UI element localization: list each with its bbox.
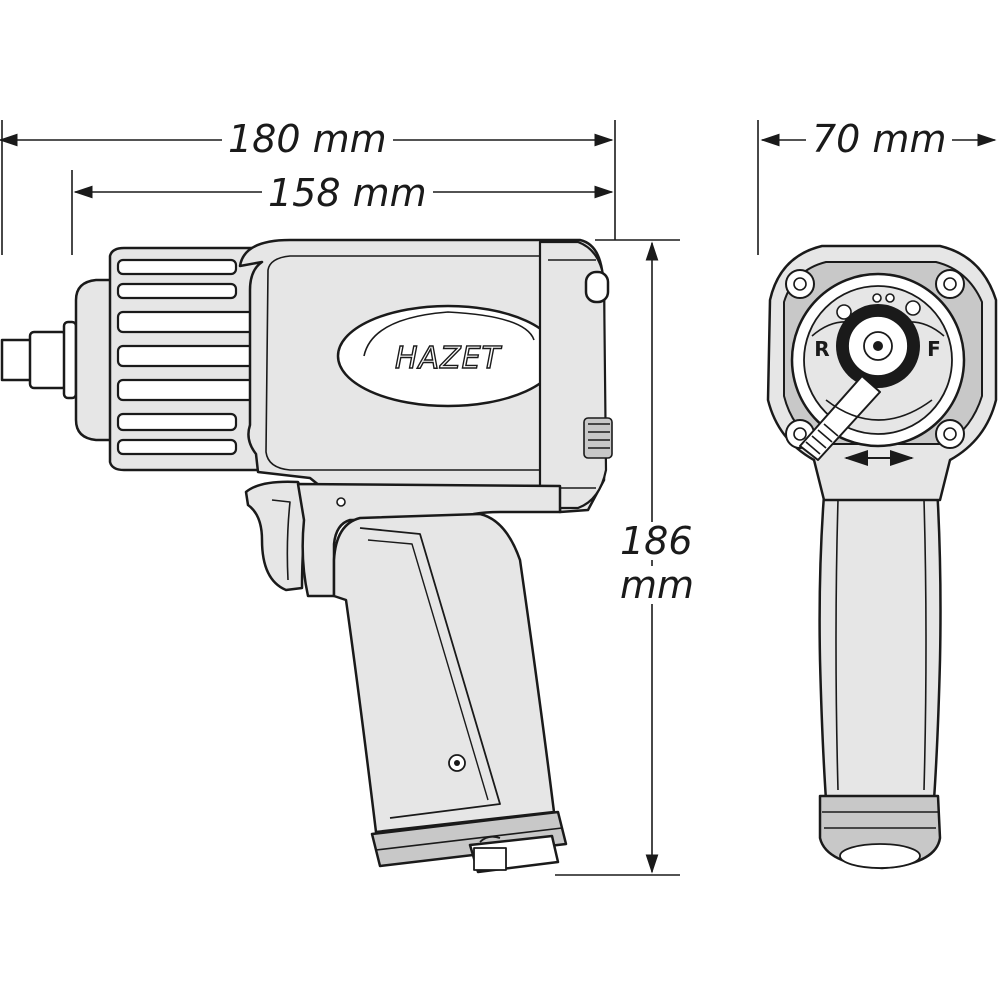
corner-screws xyxy=(785,269,965,449)
forward-label: F xyxy=(927,337,941,361)
width-label: 70 mm xyxy=(806,120,953,158)
front-air-inlet xyxy=(839,843,921,869)
height-unit-label: mm xyxy=(614,566,701,604)
front-view xyxy=(766,244,998,870)
overall-length-label: 180 mm xyxy=(222,120,393,158)
oil-can-icon xyxy=(479,835,501,843)
reverse-label: R xyxy=(814,337,829,361)
hammer-case-fins xyxy=(116,258,260,456)
trigger xyxy=(244,480,310,592)
anvil-collar xyxy=(28,330,68,390)
handle xyxy=(332,512,556,834)
air-inlet-fitting xyxy=(473,847,507,871)
body-length-label: 158 mm xyxy=(262,174,433,212)
reverse-lever xyxy=(799,375,881,461)
speed-regulator xyxy=(583,417,613,459)
logo-swoosh xyxy=(363,311,535,357)
side-view xyxy=(0,238,613,874)
power-level-dots xyxy=(836,293,921,320)
lever-grip xyxy=(805,423,839,455)
reverse-arrow xyxy=(811,320,851,337)
grip-upper xyxy=(296,482,562,598)
handle-grip-inset xyxy=(359,527,501,819)
brand-logo: HAZET xyxy=(395,341,503,376)
air-exhaust xyxy=(584,270,610,304)
anvil-ring xyxy=(62,320,78,400)
height-value-label: 186 xyxy=(614,522,699,560)
square-drive xyxy=(0,338,34,382)
front-nose xyxy=(74,278,114,442)
trigger-pin xyxy=(336,497,346,507)
forward-arrow xyxy=(904,320,945,337)
